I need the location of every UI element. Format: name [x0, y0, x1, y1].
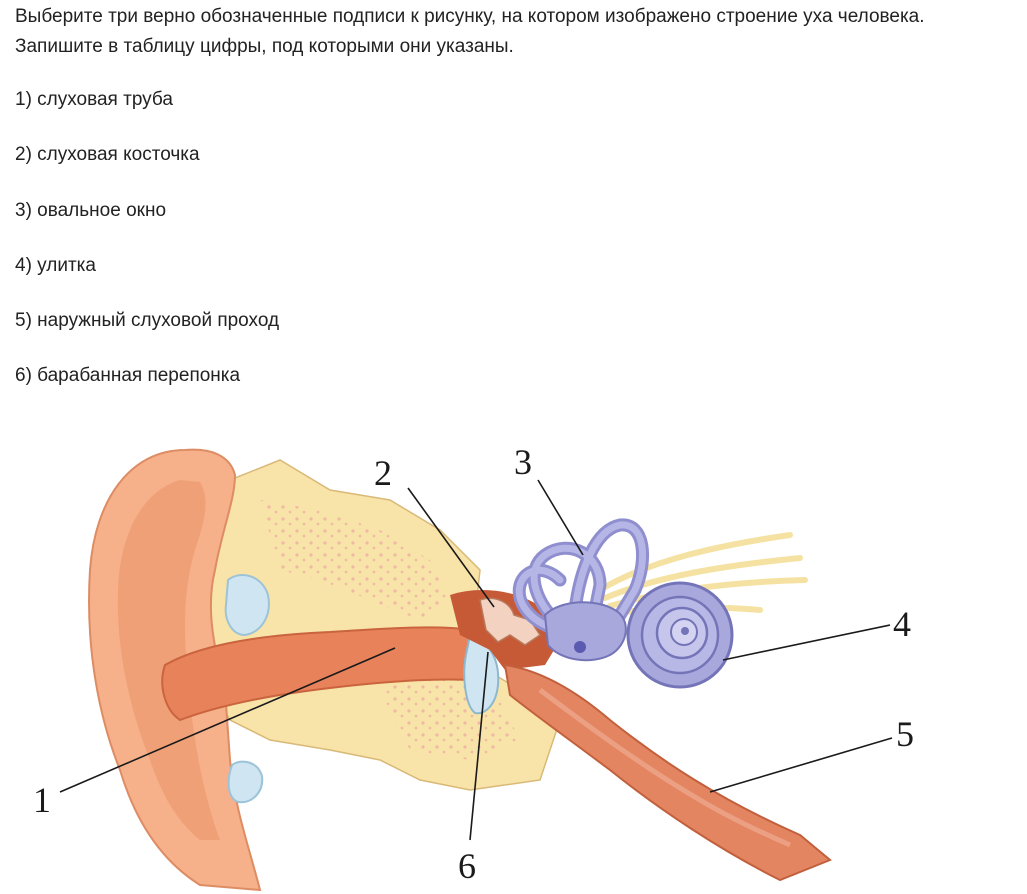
tympanic-membrane: [463, 633, 500, 715]
option-3: 3) овальное окно: [15, 199, 167, 221]
option-5: 5) наружный слуховой проход: [15, 310, 280, 332]
ear-canal: [161, 626, 471, 722]
semicircular-canals-fill: [515, 521, 647, 634]
pointer-lines: [59, 479, 893, 841]
oval-window: [574, 641, 586, 653]
figure-label-4: 4: [893, 604, 911, 644]
option-1: 1) слуховая труба: [15, 89, 173, 110]
cochlea: [626, 581, 734, 689]
question-text: Выберите три верно обозначенные подписи …: [15, 6, 925, 57]
cartilage-lower: [227, 760, 264, 804]
ear-structure-figure: 1 2 3 4 5 6: [0, 420, 1027, 894]
ossicles: [479, 597, 542, 646]
pinna-inner: [117, 480, 220, 840]
option-6: 6) барабанная перепонка: [15, 365, 241, 387]
cartilage-upper: [224, 574, 270, 637]
bone-texture: [260, 500, 450, 620]
vestibule: [543, 601, 627, 662]
eustachian-tube-highlight: [538, 687, 791, 848]
figure-label-1: 1: [33, 780, 51, 820]
answer-options: 1) слуховая труба 2) слуховая косточка 3…: [15, 86, 279, 418]
figure-label-3: 3: [514, 442, 532, 482]
figure-label-2: 2: [374, 453, 392, 493]
figure-label-6: 6: [458, 846, 476, 886]
ear-diagram: 1 2 3 4 5 6: [33, 442, 914, 892]
option-2: 2) слуховая косточка: [15, 144, 200, 166]
option-4: 4) улитка: [15, 254, 96, 276]
figure-label-5: 5: [896, 714, 914, 754]
